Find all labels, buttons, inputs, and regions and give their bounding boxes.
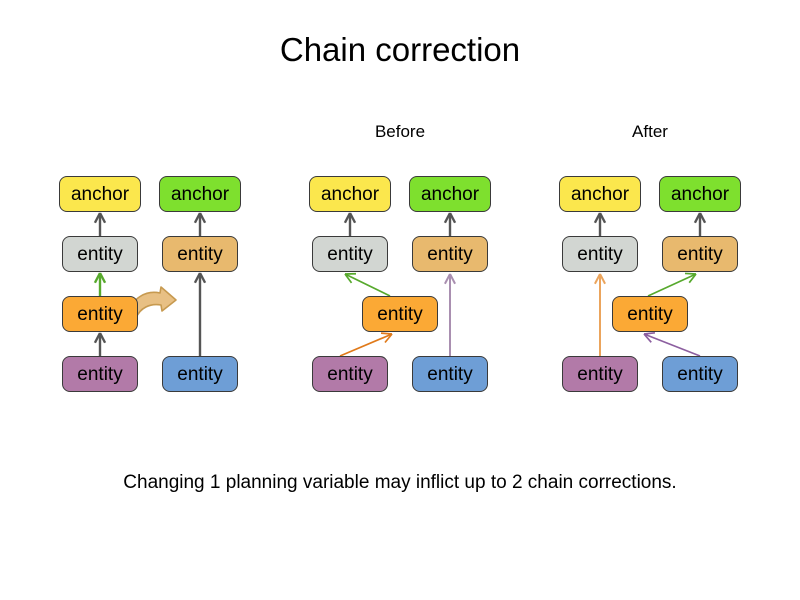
panel-after-anchor-yellow: anchor	[559, 176, 641, 212]
edge-purple-to-gray-after	[594, 273, 606, 356]
panel-after-entity-purple: entity	[562, 356, 638, 392]
panel-initial-entity-purple: entity	[62, 356, 138, 392]
edge-gray-to-anchor-yellow-after	[593, 212, 607, 236]
edge-orange-to-gray-before	[344, 272, 391, 297]
panel-before-entity-gray: entity	[312, 236, 388, 272]
panel-initial-entity-orange: entity	[62, 296, 138, 332]
panel-label-after: After	[632, 122, 668, 141]
panel-before-entity-blue: entity	[412, 356, 488, 392]
panel-initial-entity-tan: entity	[162, 236, 238, 272]
panel-after-anchor-green: anchor	[659, 176, 741, 212]
edge-blue-to-tan-initial	[193, 272, 207, 356]
panel-initial-entity-gray: entity	[62, 236, 138, 272]
page-title: Chain correction	[279, 31, 521, 68]
edge-tan-to-anchor-green-initial	[193, 212, 207, 236]
edge-blue-to-tan-before	[444, 273, 456, 356]
panel-initial-entity-blue: entity	[162, 356, 238, 392]
caption-text: Changing 1 planning variable may inflict…	[123, 472, 677, 493]
panel-initial-anchor-green: anchor	[159, 176, 241, 212]
panel-before-anchor-green: anchor	[409, 176, 491, 212]
edge-gray-to-anchor-yellow-before	[343, 212, 357, 236]
panel-initial-anchor-yellow: anchor	[59, 176, 141, 212]
panel-before-entity-orange: entity	[362, 296, 438, 332]
edge-purple-to-orange-before	[339, 332, 393, 357]
panel-before-entity-tan: entity	[412, 236, 488, 272]
panel-before-anchor-yellow: anchor	[309, 176, 391, 212]
panel-before-entity-purple: entity	[312, 356, 388, 392]
edge-blue-to-orange-after	[643, 331, 701, 357]
edge-tan-to-anchor-green-after	[693, 212, 707, 236]
panel-after-entity-orange: entity	[612, 296, 688, 332]
panel-label-before: Before	[374, 122, 426, 141]
edge-orange-to-tan-after	[647, 272, 697, 297]
edge-purple-to-orange-initial	[93, 332, 107, 356]
panel-after-entity-gray: entity	[562, 236, 638, 272]
edge-gray-to-anchor-yellow-initial	[93, 212, 107, 236]
edge-orange-to-gray-initial	[93, 272, 107, 296]
panel-after-entity-tan: entity	[662, 236, 738, 272]
edge-tan-to-anchor-green-before	[443, 212, 457, 236]
panel-after-entity-blue: entity	[662, 356, 738, 392]
